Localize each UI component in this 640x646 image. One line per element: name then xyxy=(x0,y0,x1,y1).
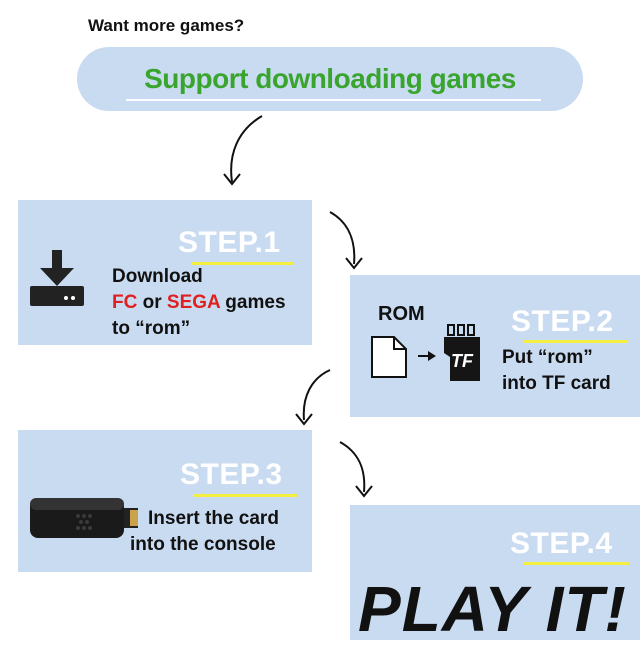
games-text: games xyxy=(220,292,286,313)
download-icon xyxy=(30,250,84,306)
step1-line1: Download xyxy=(112,266,203,287)
tf-card-icon xyxy=(444,324,480,381)
step1-underline xyxy=(191,262,293,265)
or-text: or xyxy=(137,292,167,313)
step1-box: STEP.1 Download FC or SEGA games to “rom… xyxy=(18,200,312,345)
banner-text: Support downloading games xyxy=(144,63,516,94)
step3-label: STEP.3 xyxy=(180,458,283,491)
step3-box: STEP.3 Insert the card into the console xyxy=(18,430,312,572)
sega-label: SEGA xyxy=(166,292,221,313)
curved-arrow-icon xyxy=(223,115,263,186)
step3-line1: Insert the card xyxy=(148,508,279,529)
console-stick-icon xyxy=(30,498,138,538)
banner-divider xyxy=(126,99,541,101)
file-icon xyxy=(371,336,407,378)
step2-line2: into TF card xyxy=(502,373,611,394)
rom-label: ROM xyxy=(378,303,425,325)
step4-label: STEP.4 xyxy=(510,527,613,560)
step2-text: Put “rom” into TF card xyxy=(502,345,611,397)
banner-pill: Support downloading games xyxy=(77,47,583,111)
step1-text: Download FC or SEGA games to “rom” xyxy=(112,264,286,342)
curved-arrow-icon xyxy=(295,369,331,426)
step4-underline xyxy=(523,562,629,565)
step2-line1: Put “rom” xyxy=(502,347,593,368)
arrow-right-icon xyxy=(418,351,436,361)
step2-label: STEP.2 xyxy=(511,305,614,338)
fc-label: FC xyxy=(112,292,138,313)
intro-question: Want more games? xyxy=(88,16,245,35)
step3-underline xyxy=(193,494,297,497)
curved-arrow-icon xyxy=(329,211,363,270)
step2-underline xyxy=(523,340,627,343)
step4-box: STEP.4 xyxy=(350,505,640,640)
curved-arrow-icon xyxy=(339,441,373,498)
step3-line2: into the console xyxy=(130,534,276,555)
step1-line3: to “rom” xyxy=(112,318,191,339)
play-it-text: PLAY IT! xyxy=(358,573,627,645)
tf-label: TF xyxy=(451,351,473,371)
step1-line2: FC or SEGA games xyxy=(112,290,286,316)
step1-label: STEP.1 xyxy=(178,226,281,259)
step3-text: Insert the card into the console xyxy=(130,506,279,558)
step2-box: STEP.2 ROM TF Put “rom” into TF card xyxy=(350,275,640,417)
